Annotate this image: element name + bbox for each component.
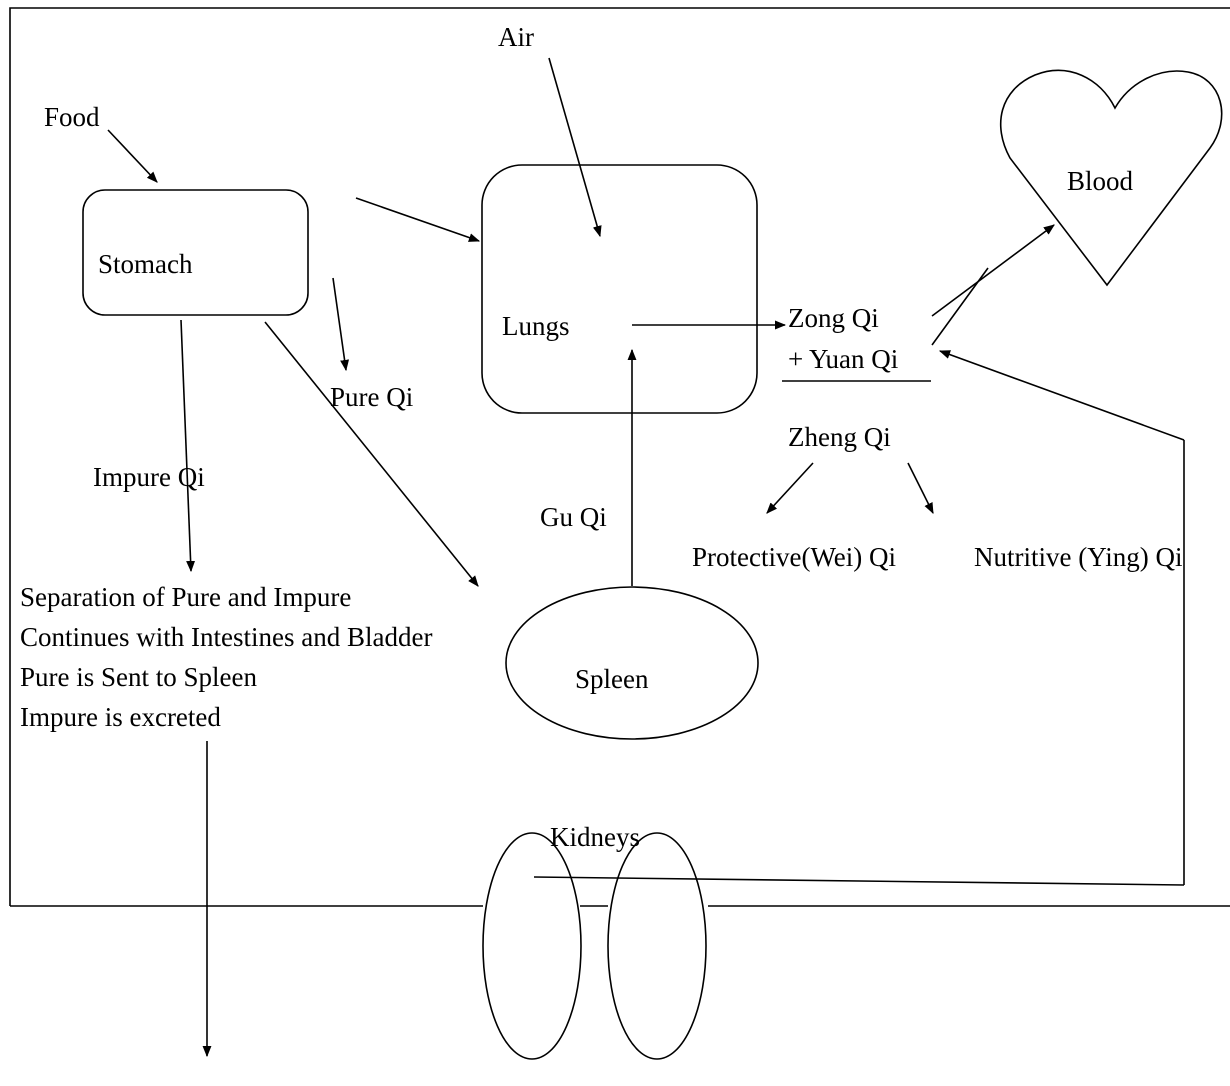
separation-line-4: Impure is excreted	[20, 702, 221, 732]
air-label: Air	[498, 22, 534, 52]
zong-qi-to-blood-arrow	[931, 224, 1055, 317]
stomach-label: Stomach	[98, 249, 193, 279]
zong-qi-label: Zong Qi	[788, 303, 879, 333]
protective-qi-label: Protective(Wei) Qi	[692, 542, 896, 572]
kidney-right	[607, 832, 707, 1060]
kidneys-label: Kidneys	[550, 822, 640, 852]
to-nutritive-arrow	[907, 462, 934, 515]
separation-line-2: Continues with Intestines and Bladder	[20, 622, 432, 652]
nutritive-qi-label: Nutritive (Ying) Qi	[974, 542, 1182, 572]
stomach-to-lungs-arrow	[355, 197, 481, 242]
spleen-label: Spleen	[575, 664, 649, 694]
lungs-label: Lungs	[502, 311, 570, 341]
yuan-qi-to-blood-line	[931, 267, 989, 346]
kidney-left	[482, 832, 582, 1060]
zheng-qi-label: Zheng Qi	[788, 422, 891, 452]
air-to-lungs-arrow	[548, 57, 602, 238]
pure-qi-arrow	[332, 277, 350, 372]
impure-qi-arrow	[180, 319, 196, 573]
food-label: Food	[44, 102, 100, 132]
stomach-box	[82, 189, 309, 316]
separation-line-3: Pure is Sent to Spleen	[20, 662, 257, 692]
spleen-ellipse	[505, 586, 759, 740]
food-to-stomach-arrow	[107, 129, 158, 183]
separation-line-1: Separation of Pure and Impure	[20, 582, 351, 612]
kidney-horizontal-line	[533, 876, 1185, 886]
kidney-to-yuan-qi-arrow	[938, 350, 1185, 441]
lungs-box	[481, 164, 758, 414]
yuan-qi-label: + Yuan Qi	[788, 344, 898, 374]
body-outline	[9, 7, 1230, 906]
stomach-to-spleen-arrow	[264, 321, 479, 587]
to-protective-arrow	[766, 462, 814, 514]
blood-label: Blood	[1067, 166, 1134, 196]
heart-shape	[999, 69, 1223, 287]
pure-qi-label: Pure Qi	[330, 382, 413, 412]
gu-qi-label: Gu Qi	[540, 502, 607, 532]
